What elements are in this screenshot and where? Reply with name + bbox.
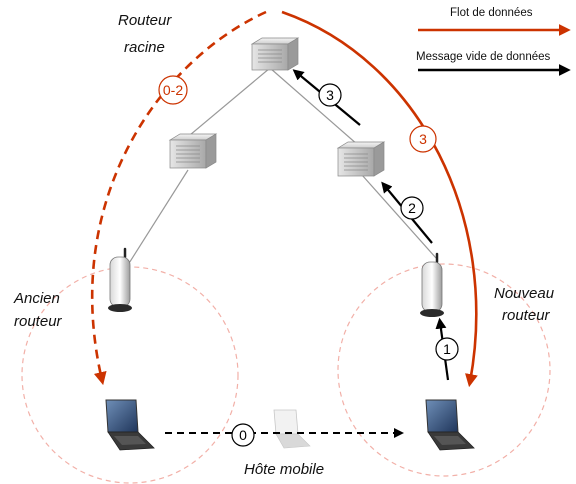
svg-text:2: 2	[408, 200, 416, 216]
new-router-access-point-icon	[420, 252, 444, 317]
new-router-coverage	[337, 263, 551, 477]
root-router-server-icon	[250, 37, 300, 71]
data-flow-badge-0-2: 0-2	[158, 75, 188, 105]
svg-text:3: 3	[326, 87, 334, 103]
old-router-label-line1: Ancien	[13, 290, 60, 307]
root-router-label-line1: Routeur	[118, 12, 172, 29]
mobile-host-old-position-laptop-icon	[105, 399, 155, 451]
mobile-host-new-position-laptop-icon	[425, 399, 475, 451]
left-router-server-icon	[168, 133, 218, 169]
data-flow-badge-3: 3	[409, 125, 437, 153]
svg-text:1: 1	[443, 341, 451, 357]
mobile-host-moving-laptop-icon	[273, 409, 311, 449]
network-links	[125, 67, 437, 269]
old-router-access-point-icon	[108, 247, 132, 312]
svg-text:0: 0	[239, 427, 247, 443]
step-badge-3: 3	[318, 83, 342, 107]
step-badge-1: 1	[435, 337, 459, 361]
legend-empty-message-label: Message vide de données	[416, 51, 551, 63]
data-flow-arrow-old-path	[91, 10, 267, 386]
new-router-label-line2: routeur	[502, 307, 551, 324]
new-router-label-line1: Nouveau	[494, 285, 555, 302]
data-flow-arrow-new-path	[281, 10, 478, 388]
legend: Flot de données Message vide de données	[416, 7, 571, 76]
step-badge-2: 2	[400, 196, 424, 220]
svg-text:0-2: 0-2	[163, 82, 183, 98]
svg-text:3: 3	[419, 131, 427, 147]
right-router-server-icon	[336, 141, 386, 177]
step-badge-0: 0	[231, 423, 255, 447]
old-router-label-line2: routeur	[14, 313, 63, 330]
legend-data-flow-label: Flot de données	[450, 7, 533, 19]
root-router-label-line2: racine	[124, 39, 165, 56]
mobile-host-label: Hôte mobile	[244, 461, 324, 478]
